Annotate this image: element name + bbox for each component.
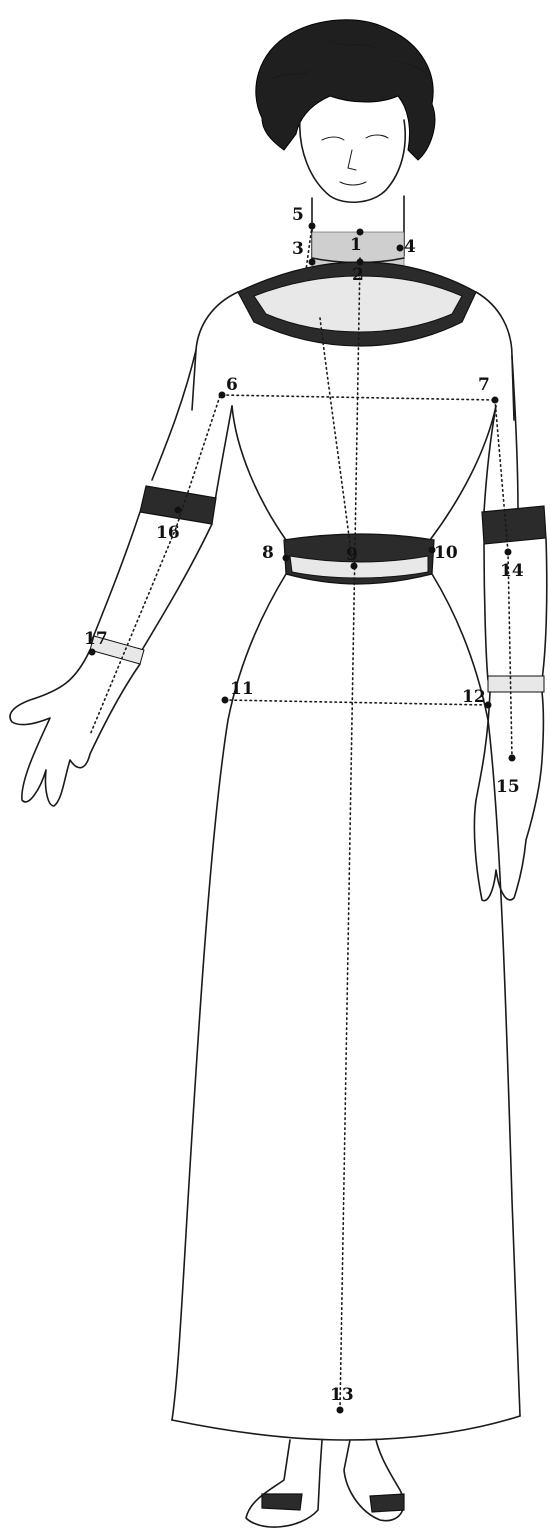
- left-arm: [10, 350, 232, 806]
- dot-13: [337, 1407, 344, 1414]
- label-10: 10: [434, 543, 458, 563]
- hair: [256, 20, 435, 160]
- label-9: 9: [346, 545, 358, 565]
- label-15: 15: [496, 777, 520, 797]
- label-2: 2: [352, 265, 364, 285]
- bust-line-6-7: [222, 395, 495, 400]
- label-16: 16: [156, 523, 180, 543]
- label-11: 11: [230, 679, 254, 699]
- label-1: 1: [350, 235, 362, 255]
- label-13: 13: [330, 1385, 354, 1405]
- dot-7: [492, 397, 499, 404]
- hip-line-11-12: [225, 700, 488, 705]
- label-17: 17: [84, 629, 108, 649]
- shoes: [246, 1440, 404, 1527]
- dot-14: [505, 549, 512, 556]
- measurement-dots: [89, 223, 516, 1414]
- dot-6: [219, 392, 226, 399]
- dot-11: [222, 697, 229, 704]
- dot-5: [309, 223, 316, 230]
- measurement-labels: 1 2 3 4 5 6 7 8 9 10 11 12 13 14 15 16 1…: [84, 205, 524, 1405]
- dot-16: [175, 507, 182, 514]
- shoulder-to-waist-line: [320, 318, 352, 560]
- measurement-lines: [90, 226, 512, 1410]
- label-5: 5: [292, 205, 304, 225]
- label-14: 14: [500, 561, 524, 581]
- center-front-line: [340, 258, 360, 1410]
- arm-line-right-lower: [508, 552, 512, 758]
- label-6: 6: [226, 375, 238, 395]
- label-8: 8: [262, 543, 274, 563]
- dot-4: [397, 245, 404, 252]
- label-4: 4: [404, 237, 416, 257]
- dot-8: [283, 555, 290, 562]
- label-7: 7: [478, 375, 490, 395]
- belt: [284, 534, 434, 584]
- label-12: 12: [462, 687, 486, 707]
- dot-3: [309, 259, 316, 266]
- face: [300, 118, 405, 202]
- right-arm: [474, 356, 546, 901]
- dot-17: [89, 649, 96, 656]
- label-3: 3: [292, 239, 304, 259]
- dot-15: [509, 755, 516, 762]
